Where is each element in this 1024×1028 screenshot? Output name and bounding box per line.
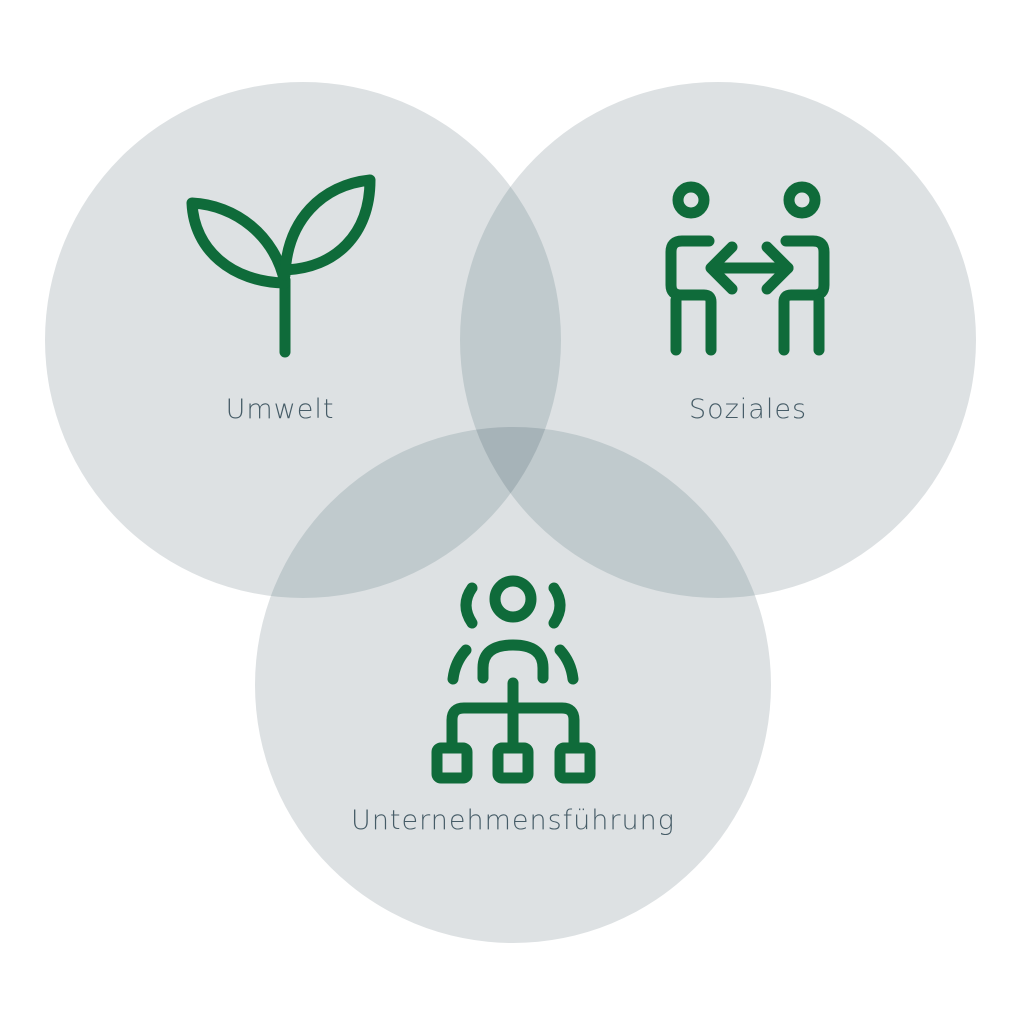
label-soziales: Soziales xyxy=(688,394,808,425)
people-exchange-icon xyxy=(665,181,830,356)
label-unternehmensfuehrung: Unternehmensführung xyxy=(351,805,675,836)
leadership-hierarchy-icon xyxy=(431,575,596,784)
overlap-umwelt-unternehmensfuehrung xyxy=(255,427,561,598)
label-umwelt: Umwelt xyxy=(225,394,335,425)
venn-overlaps xyxy=(255,82,771,598)
sprout-icon xyxy=(186,174,376,358)
overlap-soziales-unternehmensfuehrung xyxy=(460,427,771,598)
